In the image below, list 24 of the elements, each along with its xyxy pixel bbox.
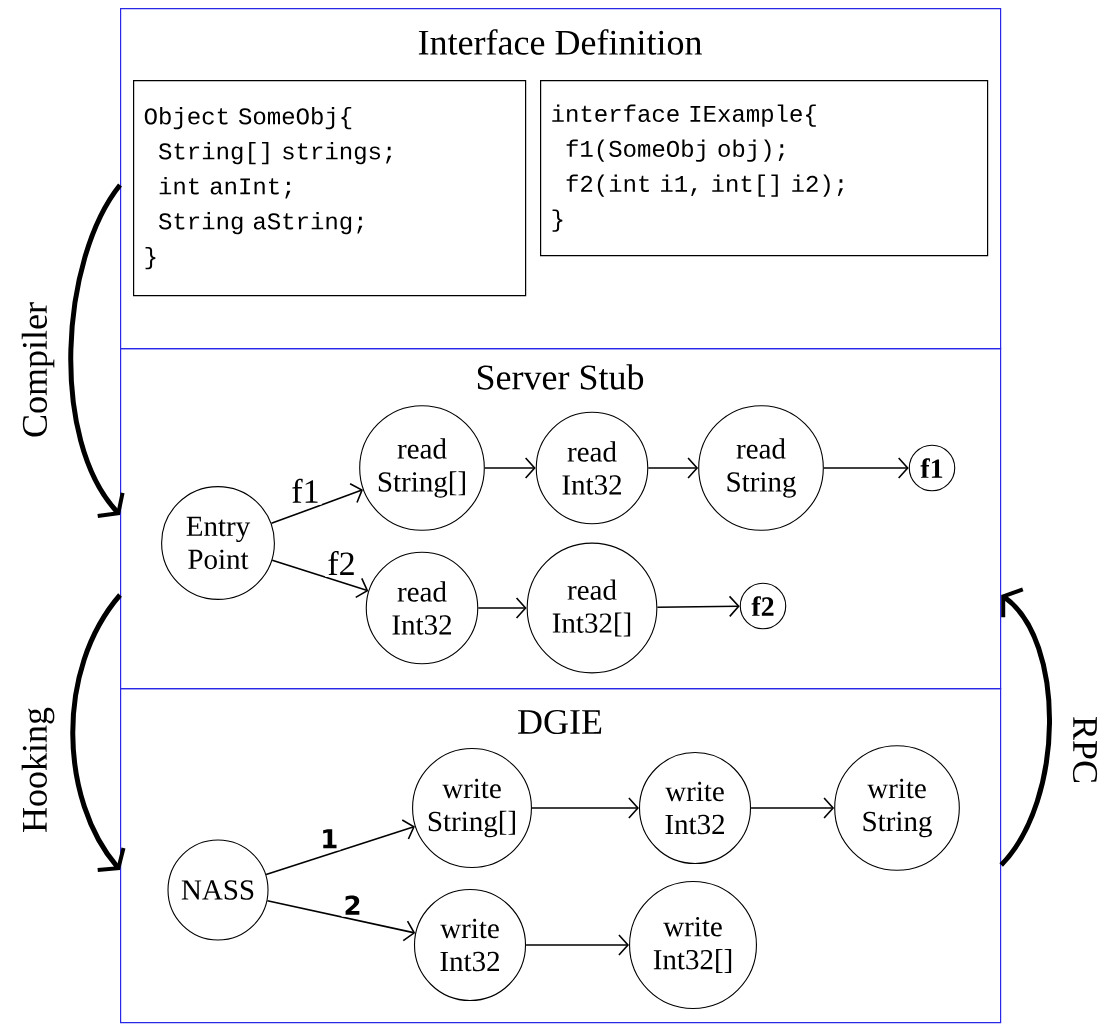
edge-label: 2 [341, 893, 364, 917]
curved-arrow [999, 587, 1052, 867]
arrow [823, 457, 909, 479]
arrow [265, 819, 415, 876]
arrow [266, 900, 416, 942]
arrow [270, 482, 364, 525]
edge-label: 1 [318, 827, 341, 851]
arrow [484, 457, 536, 479]
code-box: Object SomeObj{ String[] strings; int anInt; String aString; } [133, 80, 527, 297]
edge-label: RPC [1072, 717, 1098, 782]
arrow [525, 934, 629, 956]
arrow [477, 597, 527, 619]
arrow [750, 797, 835, 819]
arrow [531, 797, 639, 819]
arrow [271, 559, 369, 599]
arrow [647, 457, 699, 479]
curved-arrow [70, 593, 126, 873]
arrow [656, 595, 740, 618]
edge-label: f1 [289, 476, 322, 505]
edge-label: f2 [325, 549, 358, 577]
edge-label: Hooking [21, 707, 55, 832]
code-box: interface IExample{ f1(SomeObj obj); f2(int i1, int[] i2); } [540, 80, 989, 257]
curved-arrow [68, 183, 125, 519]
edge-label: Compiler [21, 302, 55, 437]
